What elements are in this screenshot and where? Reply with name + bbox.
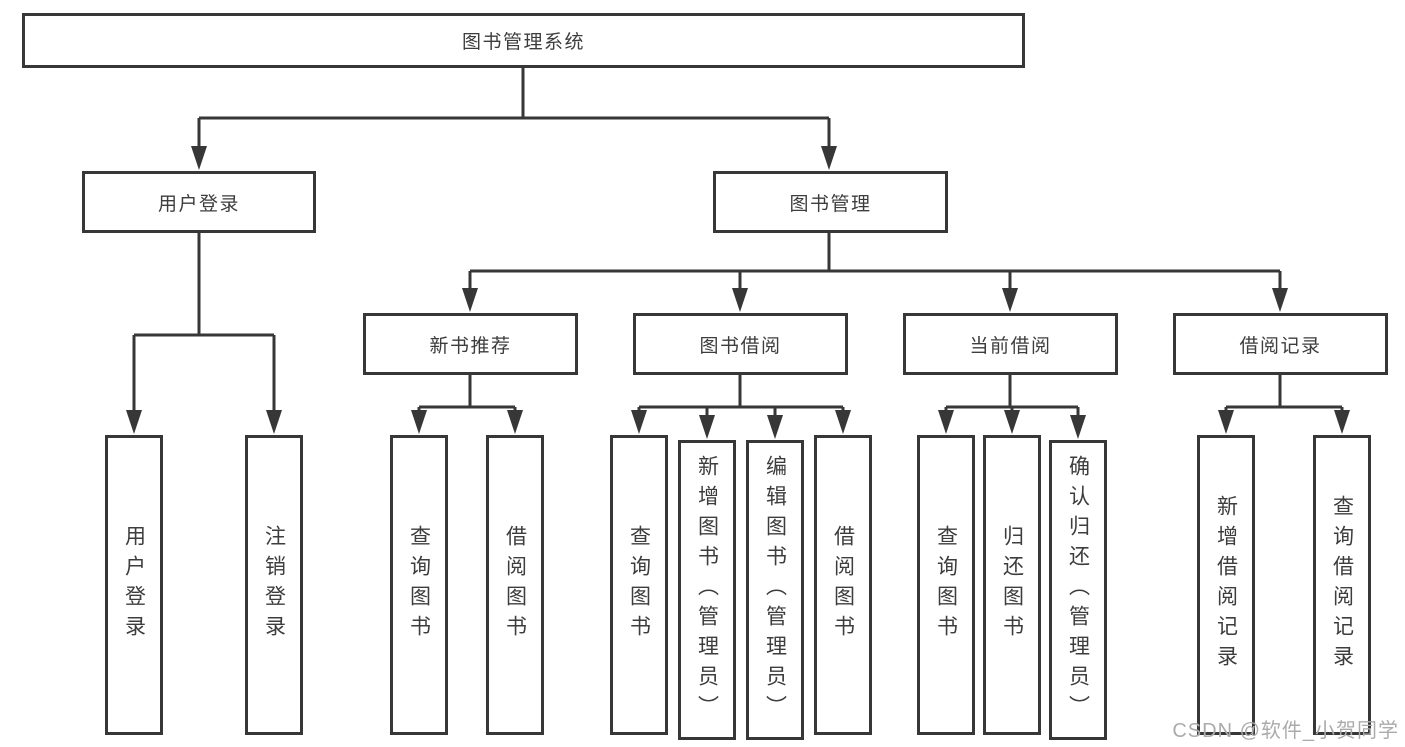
node-library-management-system: 图书管理系统 — [22, 13, 1025, 68]
leaf-current-return-books: 归还图书 — [983, 435, 1041, 735]
node-label: 图书管理系统 — [461, 32, 585, 53]
leaf-borrowing-add-books-admin: 新增图书（管理员） — [678, 440, 736, 740]
node-book-borrowing: 图书借阅 — [633, 313, 848, 375]
leaf-current-search-books: 查询图书 — [917, 435, 975, 735]
leaf-recommend-search-books: 查询图书 — [390, 435, 448, 735]
leaf-records-add-record: 新增借阅记录 — [1197, 435, 1255, 735]
node-label: 编辑图书（管理员） — [763, 455, 787, 725]
node-label: 查询借阅记录 — [1330, 495, 1354, 675]
node-label: 确认归还（管理员） — [1066, 455, 1090, 725]
node-borrowing-records: 借阅记录 — [1173, 313, 1388, 375]
watermark: CSDN @软件_小贺同学 — [1172, 720, 1399, 742]
leaf-user-login: 用户登录 — [105, 435, 163, 735]
node-label: 借阅图书 — [831, 525, 855, 645]
node-label: 查询图书 — [934, 525, 958, 645]
node-current-borrowing: 当前借阅 — [903, 313, 1118, 375]
node-label: 查询图书 — [407, 525, 431, 645]
node-user-login: 用户登录 — [82, 171, 316, 233]
node-label: 新增借阅记录 — [1214, 495, 1238, 675]
node-label: 图书管理 — [789, 193, 872, 215]
node-label: 用户登录 — [122, 525, 146, 645]
node-book-management: 图书管理 — [713, 171, 948, 233]
node-label: 当前借阅 — [969, 335, 1052, 357]
leaf-recommend-borrow-books: 借阅图书 — [486, 435, 544, 735]
arrowheads — [126, 146, 1350, 439]
leaf-borrowing-search-books: 查询图书 — [610, 435, 668, 735]
node-label: 注销登录 — [262, 525, 286, 645]
leaf-borrowing-borrow-books: 借阅图书 — [814, 435, 872, 735]
node-label: 图书借阅 — [699, 335, 782, 357]
node-label: 归还图书 — [1000, 525, 1024, 645]
leaf-borrowing-edit-books-admin: 编辑图书（管理员） — [746, 440, 804, 740]
leaf-records-search-record: 查询借阅记录 — [1313, 435, 1371, 735]
leaf-current-confirm-return-admin: 确认归还（管理员） — [1049, 440, 1107, 740]
node-label: 借阅记录 — [1239, 335, 1322, 357]
node-label: 用户登录 — [157, 193, 240, 215]
connector-path — [132, 68, 1344, 419]
node-label: 新增图书（管理员） — [695, 455, 719, 725]
leaf-logout: 注销登录 — [245, 435, 303, 735]
node-label: 查询图书 — [627, 525, 651, 645]
node-label: 借阅图书 — [503, 525, 527, 645]
node-new-book-recommendation: 新书推荐 — [363, 313, 578, 375]
node-label: 新书推荐 — [429, 335, 512, 357]
